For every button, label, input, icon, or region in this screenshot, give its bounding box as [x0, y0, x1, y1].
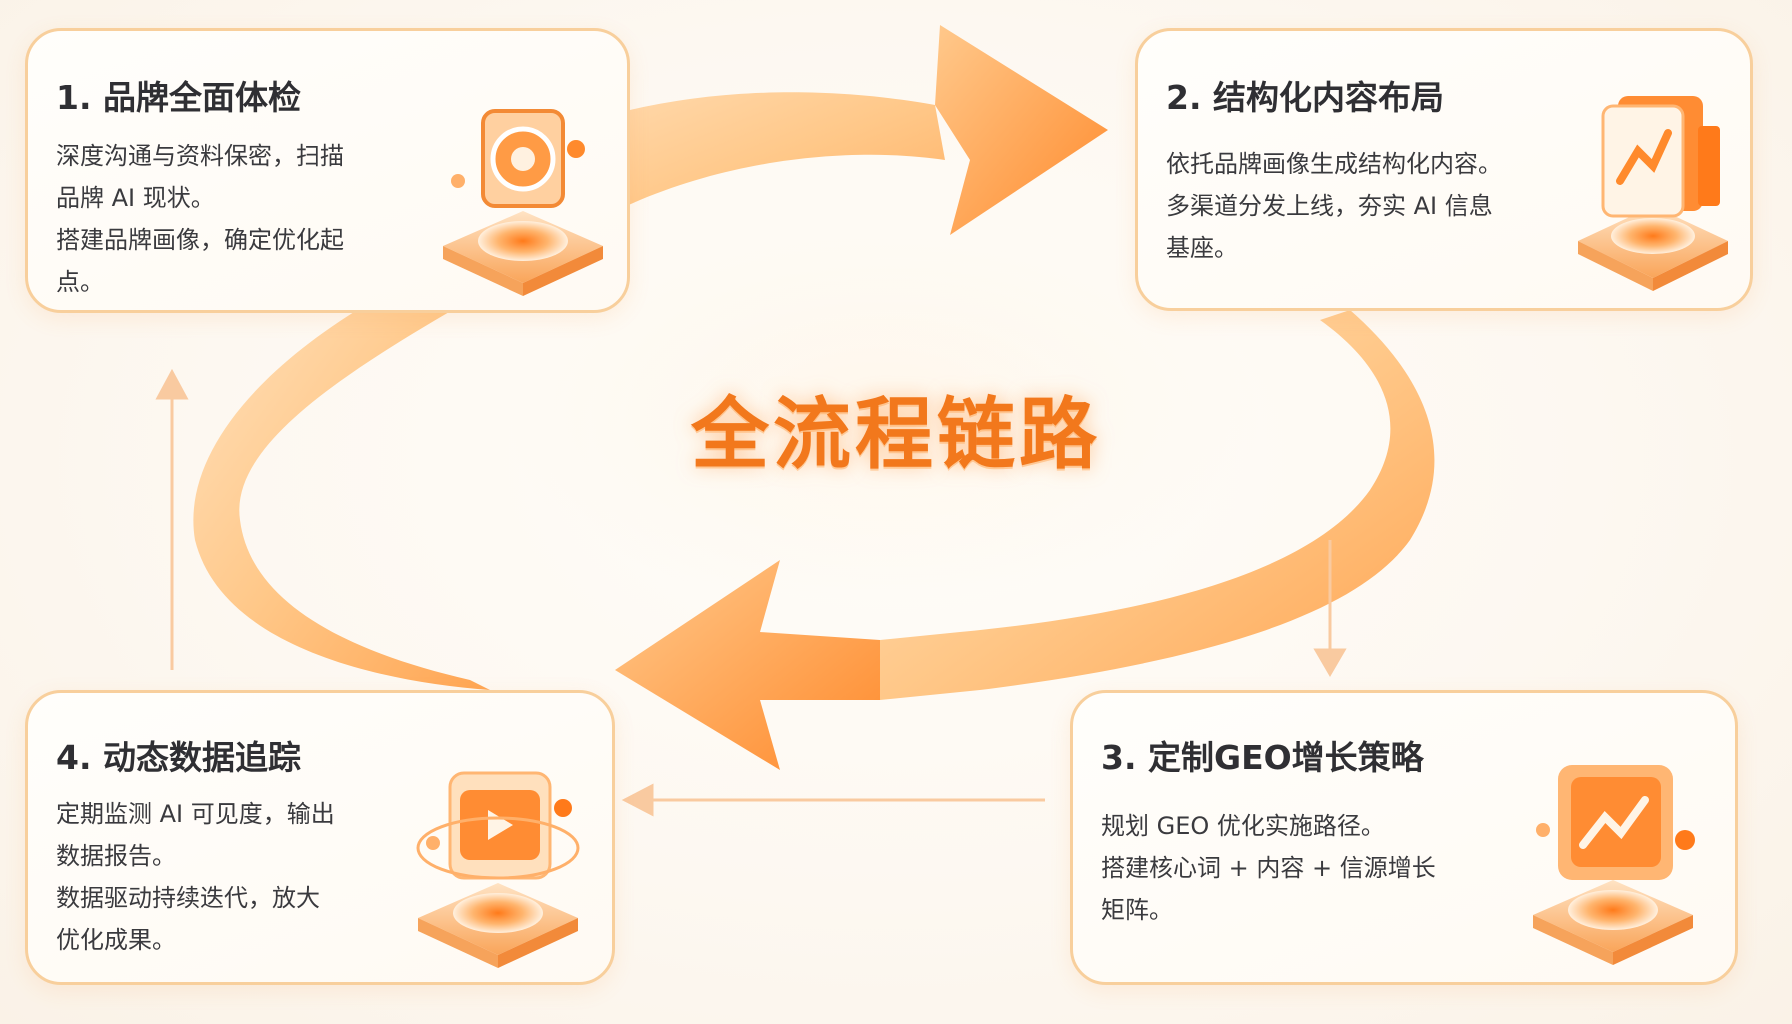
brand-audit-gear-icon: [443, 109, 603, 296]
step-4-line: 优化成果。: [56, 926, 176, 954]
connector-arrow-up: [155, 368, 189, 670]
center-title: 全流程链路: [690, 390, 1101, 480]
center-glow: [500, 210, 1260, 610]
step-4-line: 定期监测 AI 可见度，输出: [56, 800, 335, 828]
step-3-line: 搭建核心词 + 内容 + 信源增长: [1101, 854, 1436, 882]
cycle-arrowhead-upper: [935, 25, 1108, 235]
step-4-line: 数据驱动持续迭代，放大: [56, 884, 320, 912]
step-card-3: 3. 定制GEO增长策略 规划 GEO 优化实施路径。 搭建核心词 + 内容 +…: [1070, 690, 1738, 985]
connector-arrow-down: [1313, 540, 1347, 677]
step-3-description: 规划 GEO 优化实施路径。 搭建核心词 + 内容 + 信源增长 矩阵。: [1101, 805, 1436, 931]
step-4-title: 4. 动态数据追踪: [56, 738, 301, 777]
step-1-line: 深度沟通与资料保密，扫描: [56, 142, 344, 170]
structured-content-document-icon: [1578, 96, 1728, 291]
step-2-title: 2. 结构化内容布局: [1166, 78, 1444, 117]
step-2-line: 基座。: [1166, 234, 1238, 262]
step-2-line: 多渠道分发上线，夯实 AI 信息: [1166, 192, 1493, 220]
step-1-line: 品牌 AI 现状。: [56, 184, 215, 212]
cycle-arc-upper: [420, 92, 945, 300]
step-3-line: 矩阵。: [1101, 896, 1173, 924]
step-4-line: 数据报告。: [56, 842, 176, 870]
cycle-arrowhead-lower: [615, 560, 880, 770]
step-card-1: 1. 品牌全面体检 深度沟通与资料保密，扫描 品牌 AI 现状。 搭建品牌画像，…: [25, 28, 630, 313]
step-4-description: 定期监测 AI 可见度，输出 数据报告。 数据驱动持续迭代，放大 优化成果。: [56, 793, 335, 961]
step-1-line: 搭建品牌画像，确定优化起: [56, 226, 344, 254]
connector-arrow-left: [621, 783, 1045, 817]
step-1-title: 1. 品牌全面体检: [56, 78, 301, 117]
step-1-line: 点。: [56, 268, 104, 296]
step-2-line: 依托品牌画像生成结构化内容。: [1166, 150, 1502, 178]
step-2-description: 依托品牌画像生成结构化内容。 多渠道分发上线，夯实 AI 信息 基座。: [1166, 143, 1502, 269]
growth-strategy-chart-icon: [1533, 765, 1695, 965]
step-card-2: 2. 结构化内容布局 依托品牌画像生成结构化内容。 多渠道分发上线，夯实 AI …: [1135, 28, 1753, 311]
step-1-description: 深度沟通与资料保密，扫描 品牌 AI 现状。 搭建品牌画像，确定优化起 点。: [56, 135, 344, 303]
cycle-arc-right: [880, 310, 1435, 700]
cycle-arc-left: [193, 275, 490, 690]
step-3-title: 3. 定制GEO增长策略: [1101, 738, 1424, 777]
data-tracking-monitor-icon: [416, 771, 580, 968]
step-3-line: 规划 GEO 优化实施路径。: [1101, 812, 1385, 840]
step-card-4: 4. 动态数据追踪 定期监测 AI 可见度，输出 数据报告。 数据驱动持续迭代，…: [25, 690, 615, 985]
